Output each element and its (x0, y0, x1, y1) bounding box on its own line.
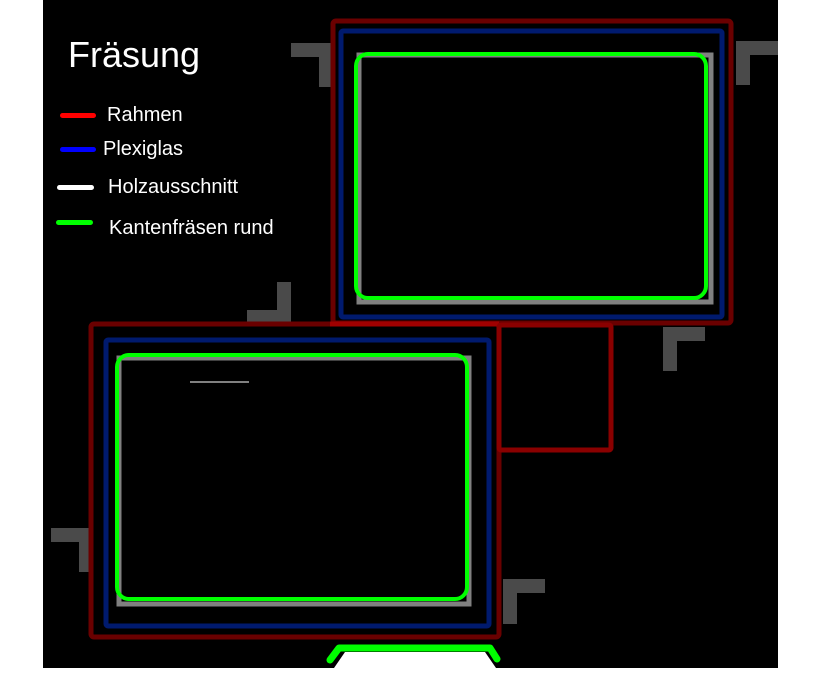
corner-markers (51, 41, 778, 624)
kante-rund (354, 52, 708, 300)
plexiglas-frame (103, 337, 492, 629)
corner-marker-icon (663, 327, 705, 371)
rahmen-frame (88, 321, 502, 640)
holz-cutout (116, 355, 472, 607)
legend-item-rahmen: Rahmen (60, 104, 183, 127)
corner-marker-icon (291, 43, 333, 87)
legend-label: Rahmen (107, 104, 183, 126)
legend-swatch-green (56, 220, 93, 225)
stand (326, 644, 501, 668)
legend-label: Holzausschnitt (108, 176, 239, 198)
corner-marker-icon (51, 528, 93, 572)
legend-label: Kantenfräsen rund (109, 217, 274, 239)
panel-top (330, 18, 734, 326)
corner-marker-icon (247, 282, 291, 323)
legend-swatch-white (57, 185, 94, 190)
rahmen-connector-box (496, 322, 614, 453)
corner-marker-icon (736, 41, 778, 85)
plexiglas-frame (338, 28, 725, 320)
panel-bottom (88, 321, 502, 640)
drawing-canvas (43, 0, 778, 668)
kante-rund (115, 353, 469, 601)
legend-item-plexiglas: Plexiglas (60, 138, 183, 161)
holz-cutout (356, 52, 714, 305)
legend-swatch-blue (60, 147, 96, 152)
legend-item-holzausschnitt: Holzausschnitt (57, 176, 238, 199)
legend-swatch-red (60, 113, 96, 118)
corner-marker-icon (503, 579, 545, 624)
legend-label: Plexiglas (103, 138, 184, 160)
rahmen-frame (330, 18, 734, 326)
diagram-title: Fräsung (68, 34, 201, 75)
legend-item-kantenfraesen: Kantenfräsen rund (56, 217, 274, 240)
